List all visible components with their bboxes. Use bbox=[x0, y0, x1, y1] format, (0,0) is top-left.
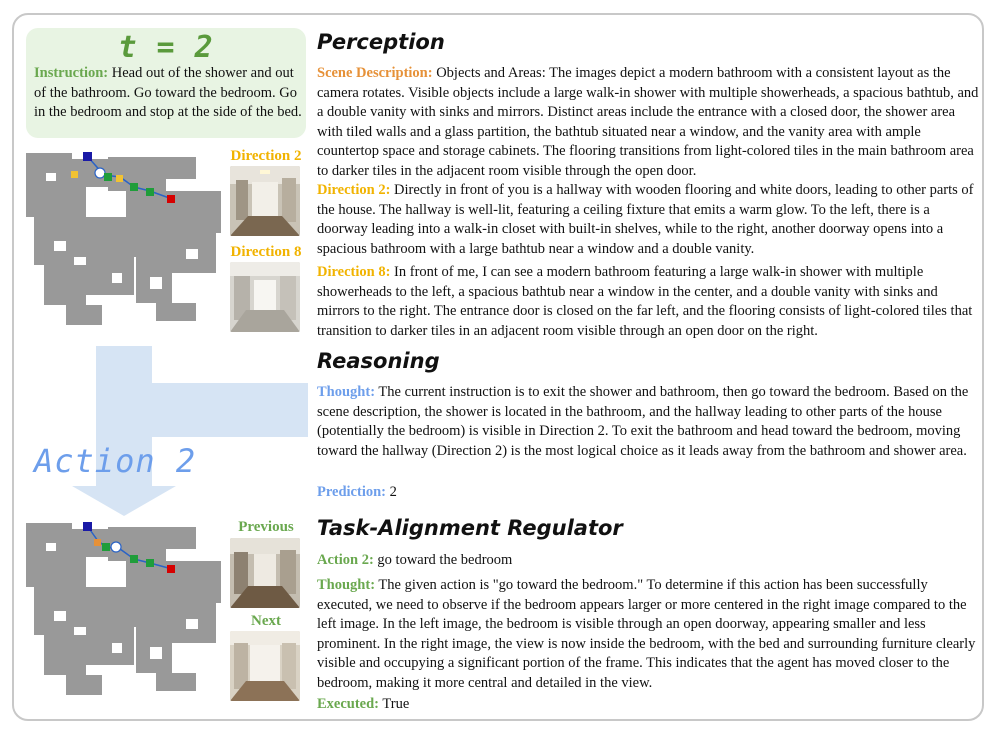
direction8-caption: Direction 8 bbox=[230, 244, 302, 260]
executed-label: Executed: bbox=[317, 696, 380, 712]
direction8-image bbox=[230, 262, 300, 332]
regulator-action-label: Action 2: bbox=[317, 552, 374, 568]
direction2-description: Direction 2: Directly in front of you is… bbox=[317, 181, 982, 259]
regulator-thought: Thought: The given action is "go toward … bbox=[317, 576, 982, 693]
reasoning-thought-text: The current instruction is to exit the s… bbox=[317, 384, 969, 459]
scene-description-label: Scene Description: bbox=[317, 65, 433, 81]
direction2-image bbox=[230, 166, 300, 236]
direction2-text: Directly in front of you is a hallway wi… bbox=[317, 182, 974, 257]
reasoning-thought-label: Thought: bbox=[317, 384, 376, 400]
regulator-thought-text: The given action is "go toward the bedro… bbox=[317, 577, 976, 691]
flow-arrow-vertical bbox=[96, 346, 152, 486]
executed-value: True bbox=[382, 696, 410, 712]
next-image bbox=[230, 631, 300, 701]
flow-arrow-head bbox=[72, 486, 176, 516]
instruction-box: t = 2 Instruction: Head out of the showe… bbox=[26, 28, 306, 138]
scene-description-text: Objects and Areas: The images depict a m… bbox=[317, 65, 979, 179]
instruction-text: Instruction: Head out of the shower and … bbox=[34, 64, 302, 123]
previous-caption: Previous bbox=[238, 519, 294, 535]
instruction-label: Instruction: bbox=[34, 65, 109, 81]
reasoning-title: Reasoning bbox=[317, 349, 440, 373]
executed: Executed: True bbox=[317, 695, 982, 715]
prediction-value: 2 bbox=[389, 484, 397, 500]
top-map bbox=[26, 145, 226, 345]
direction2-label: Direction 2: bbox=[317, 182, 391, 198]
regulator-action-text: go toward the bedroom bbox=[377, 552, 513, 568]
regulator-title: Task-Alignment Regulator bbox=[317, 516, 623, 540]
prediction: Prediction: 2 bbox=[317, 483, 982, 503]
previous-image bbox=[230, 538, 300, 608]
next-caption: Next bbox=[251, 613, 281, 629]
perception-title: Perception bbox=[317, 30, 445, 54]
direction8-label: Direction 8: bbox=[317, 264, 391, 280]
bottom-map bbox=[26, 515, 226, 715]
instruction-body: Head out of the shower and out of the ba… bbox=[34, 65, 302, 120]
timestep-title: t = 2 bbox=[118, 30, 214, 65]
direction8-description: Direction 8: In front of me, I can see a… bbox=[317, 263, 982, 341]
scene-description: Scene Description: Objects and Areas: Th… bbox=[317, 64, 982, 181]
direction2-caption: Direction 2 bbox=[230, 148, 302, 164]
action-label: Action 2 bbox=[34, 442, 197, 480]
regulator-action: Action 2: go toward the bedroom bbox=[317, 551, 982, 571]
reasoning-thought: Thought: The current instruction is to e… bbox=[317, 383, 982, 461]
regulator-thought-label: Thought: bbox=[317, 577, 376, 593]
direction8-text: In front of me, I can see a modern bathr… bbox=[317, 264, 973, 339]
flow-arrow-horizontal bbox=[150, 383, 308, 437]
prediction-label: Prediction: bbox=[317, 484, 386, 500]
